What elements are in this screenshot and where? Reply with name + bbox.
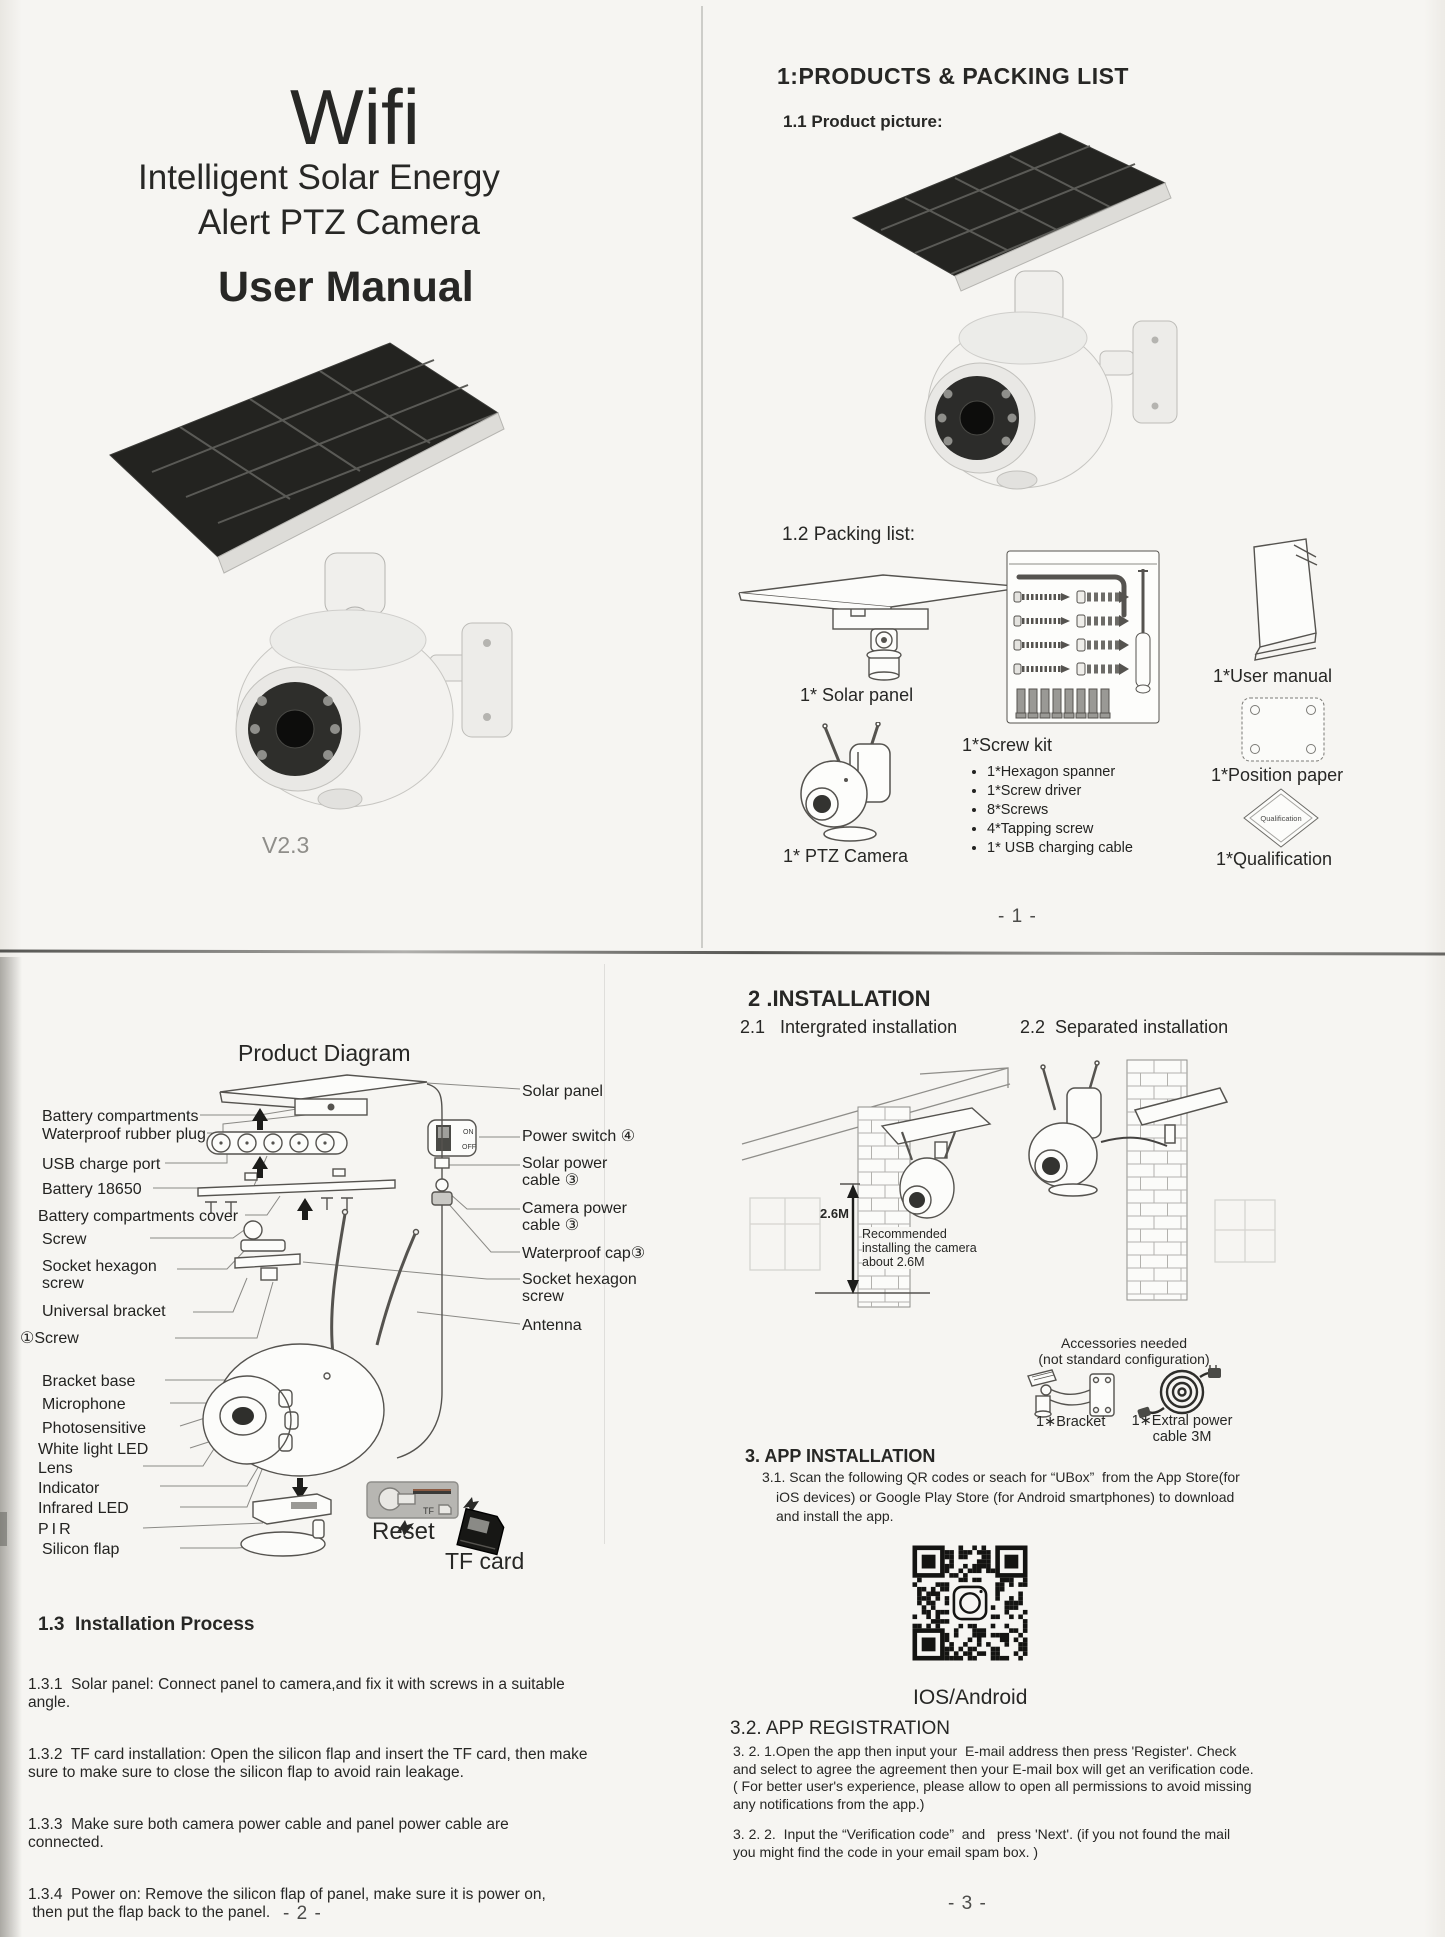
product-diagram-title: Product Diagram — [238, 1040, 411, 1066]
screw-kit-label: 1*Screw kit — [962, 735, 1053, 755]
brick-wall-2 — [1127, 1060, 1187, 1300]
installation-heading: 2 .INSTALLATION — [748, 986, 931, 1011]
diagram-label-battery-compartments-cover: Battery compartments cover — [38, 1208, 239, 1225]
switch-off-text: OFF — [462, 1144, 476, 1151]
diagram-label-silicon-flap: Silicon flap — [42, 1541, 120, 1558]
product-exploded-diagram: ON OFF — [142, 1074, 521, 1557]
install-step: 1.3.1 Solar panel: Connect panel to came… — [28, 1676, 570, 1711]
screw-kit-item: 4*Tapping screw — [987, 820, 1133, 839]
position-paper-item-label: 1*Position paper — [1211, 765, 1344, 785]
solar-panel-drawing — [738, 574, 1028, 681]
power-cable-accessory-drawing — [1137, 1365, 1221, 1419]
product-photo-title — [109, 342, 513, 810]
diagram-label-bracket-base: Bracket base — [42, 1373, 136, 1390]
qualification-item-label: 1*Qualification — [1216, 849, 1333, 869]
page3-number: - 3 - — [948, 1893, 987, 1914]
diagram-label-screw: Screw — [42, 1231, 87, 1248]
extra-cable-label: 1∗Extral power cable 3M — [1131, 1413, 1233, 1445]
diagram-label-indicator: Indicator — [38, 1480, 100, 1497]
app-installation-heading: 3. APP INSTALLATION — [745, 1446, 936, 1466]
bracket-accessory-label: 1∗Bracket — [1036, 1414, 1106, 1430]
registration-step-2: 3. 2. 2. Input the “Verification code” a… — [733, 1826, 1235, 1860]
recommend-note: Recommended installing the camera about … — [862, 1227, 986, 1269]
install-step: 1.3.2 TF card installation: Open the sil… — [28, 1746, 592, 1781]
integrated-installation-figure — [741, 1067, 1011, 1308]
diagram-label-solar-panel: Solar panel — [522, 1083, 603, 1100]
user-manual-drawing — [1253, 538, 1318, 661]
scan-smudge — [0, 1512, 7, 1546]
height-label: 2.6M — [820, 1206, 849, 1221]
screw-kit-item: 8*Screws — [987, 801, 1133, 820]
qualification-stamp-text: Qualification — [1260, 814, 1301, 823]
screw-kit-item: 1*Hexagon spanner — [987, 763, 1133, 782]
reset-label: Reset — [372, 1518, 435, 1545]
install-process-steps: 1.3.1 Solar panel: Connect panel to came… — [28, 1641, 588, 1937]
manual-subtitle-2: Alert PTZ Camera — [198, 203, 480, 242]
ptz-camera-item-label: 1* PTZ Camera — [783, 846, 909, 866]
integrated-installation-heading: 2.1 Intergrated installation — [740, 1017, 958, 1037]
screw-kit-drawing — [1006, 550, 1160, 724]
screw-kit-item: 1* USB charging cable — [987, 839, 1133, 858]
app-installation-text: 3.1. Scan the following QR codes or seac… — [762, 1469, 1244, 1524]
diagram-label-lens: Lens — [38, 1460, 73, 1477]
diagram-label-photosensitive: Photosensitive — [42, 1420, 147, 1437]
page2-number: - 2 - — [283, 1903, 322, 1924]
page-fold-line-bottom — [604, 964, 605, 1544]
diagram-label-socket-hexagon-screw-right: Socket hexagon screw — [522, 1271, 637, 1305]
tf-card-label: TF card — [445, 1548, 525, 1574]
manual-heading: User Manual — [218, 263, 474, 311]
product-picture-heading: 1.1 Product picture: — [783, 112, 943, 131]
diagram-label-battery-18650: Battery 18650 — [42, 1181, 142, 1198]
diagram-label-solar-power-cable: Solar power cable ③ — [522, 1155, 608, 1189]
screw-kit-list: 1*Hexagon spanner 1*Screw driver 8*Screw… — [972, 763, 1133, 858]
diagram-label-power-switch: Power switch ④ — [522, 1128, 636, 1145]
diagram-label-waterproof-rubber-plug: Waterproof rubber plug — [42, 1126, 206, 1143]
manual-brand-title: Wifi — [290, 73, 420, 161]
registration-step-1: 3. 2. 1.Open the app then input your E-m… — [733, 1743, 1256, 1812]
left-scan-shadow — [0, 957, 22, 1937]
diagram-label-universal-bracket: Universal bracket — [42, 1303, 166, 1320]
diagram-label-screw-1: ①Screw — [20, 1330, 79, 1347]
diagram-label-waterproof-cap: Waterproof cap③ — [522, 1245, 646, 1262]
switch-on-text: ON — [463, 1129, 474, 1136]
version-label: V2.3 — [262, 832, 310, 858]
page-fold-line — [701, 6, 703, 948]
diagram-label-pir: PIR — [38, 1521, 74, 1538]
qr-caption: IOS/Android — [913, 1686, 1028, 1709]
separated-installation-heading: 2.2 Separated installation — [1020, 1017, 1229, 1037]
bracket-accessory-drawing — [1027, 1369, 1115, 1418]
packing-list-heading: 1.2 Packing list: — [782, 524, 916, 545]
diagram-label-socket-hexagon-screw: Socket hexagon screw — [42, 1258, 157, 1292]
diagram-label-camera-power-cable: Camera power cable ③ — [522, 1200, 627, 1234]
page1-heading: 1:PRODUCTS & PACKING LIST — [777, 63, 1129, 89]
separated-installation-figure — [1028, 1059, 1276, 1301]
diagram-label-infrared-led: Infrared LED — [38, 1500, 129, 1517]
install-step: 1.3.4 Power on: Remove the silicon flap … — [28, 1886, 546, 1921]
solar-panel-item-label: 1* Solar panel — [800, 685, 914, 705]
position-paper-drawing — [1241, 697, 1325, 762]
accessories-note: Accessories needed (not standard configu… — [1028, 1335, 1220, 1367]
install-step: 1.3.3 Make sure both camera power cable … — [28, 1816, 514, 1851]
page1-number: - 1 - — [998, 906, 1037, 927]
user-manual-item-label: 1*User manual — [1213, 666, 1333, 686]
manual-subtitle-1: Intelligent Solar Energy — [138, 158, 500, 197]
diagram-label-battery-compartments: Battery compartments — [42, 1108, 199, 1125]
diagram-label-usb-charge-port: USB charge port — [42, 1156, 161, 1173]
page-tear-line — [0, 949, 1445, 956]
screw-kit-item: 1*Screw driver — [987, 782, 1133, 801]
diagram-label-microphone: Microphone — [42, 1396, 126, 1413]
qr-code — [912, 1545, 1028, 1661]
qualification-drawing: Qualification — [1243, 788, 1319, 848]
tf-slot-text: TF — [423, 1506, 434, 1516]
diagram-label-white-light-led: White light LED — [38, 1441, 149, 1458]
install-process-heading: 1.3 Installation Process — [38, 1614, 255, 1635]
app-registration-heading: 3.2. APP REGISTRATION — [730, 1718, 950, 1739]
ptz-camera-drawing — [800, 722, 891, 842]
product-photo-page1 — [851, 132, 1178, 490]
diagram-label-antenna: Antenna — [522, 1317, 582, 1334]
